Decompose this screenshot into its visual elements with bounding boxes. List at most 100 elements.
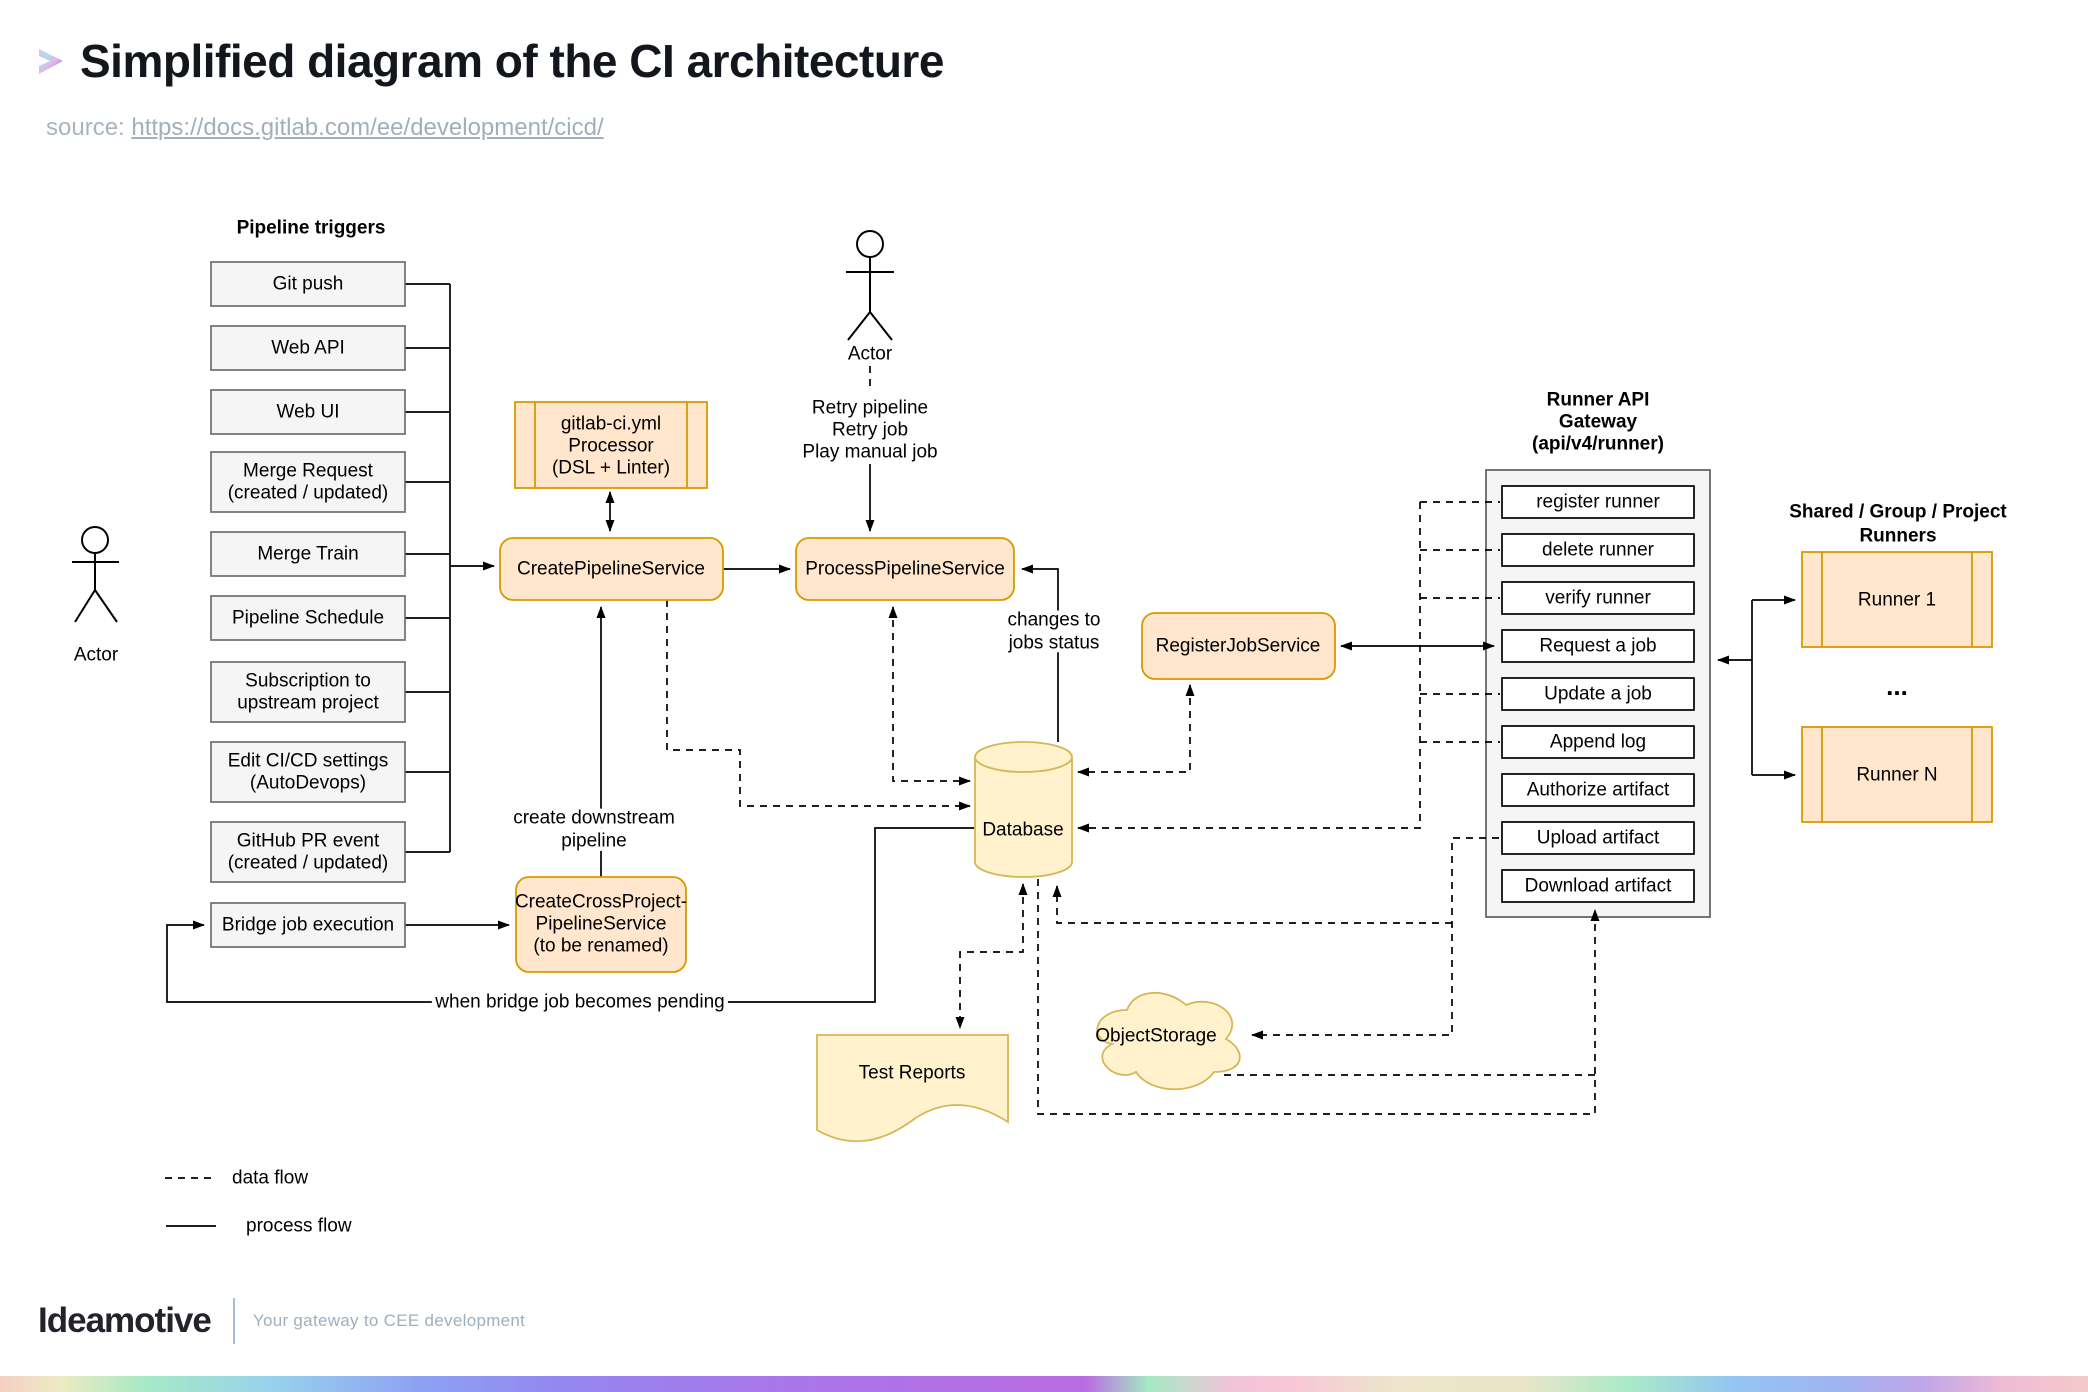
trigger-bridge-job-label: Bridge job execution bbox=[222, 915, 394, 936]
footer-tagline: Your gateway to CEE development bbox=[252, 1311, 526, 1330]
edge-bridge-pending-loop bbox=[166, 827, 975, 1003]
label-pipeline: pipeline bbox=[561, 831, 627, 852]
gateway-item-delete-runner bbox=[1501, 533, 1695, 567]
gateway-item-append-log-label: Append log bbox=[1550, 732, 1646, 753]
node-process-pipeline-service: ProcessPipelineService bbox=[795, 537, 1015, 601]
edge-gateway-bus-database bbox=[1077, 502, 1421, 833]
trigger-github-pr-label2: (created / updated) bbox=[228, 853, 389, 874]
source-link[interactable]: https://docs.gitlab.com/ee/development/c… bbox=[131, 114, 604, 141]
source-line: source: https://docs.gitlab.com/ee/devel… bbox=[46, 114, 604, 142]
actor-top: Actor Retry pipeline Retry job Play manu… bbox=[802, 230, 938, 463]
page-footer: Ideamotive Your gateway to CEE developme… bbox=[38, 1298, 525, 1344]
label-bridge-pending: when bridge job becomes pending bbox=[434, 992, 724, 1013]
node-object-storage: ObjectStorage bbox=[1095, 991, 1241, 1091]
legend-data-flow-label: data flow bbox=[232, 1168, 308, 1189]
gateway-item-authorize-artifact-label: Authorize artifact bbox=[1527, 780, 1670, 801]
gateway-item-delete-runner-label: delete runner bbox=[1542, 540, 1655, 561]
pipeline-triggers-title: Pipeline triggers bbox=[237, 218, 386, 239]
gateway-item-download-artifact bbox=[1501, 869, 1695, 903]
edge-database-test-reports bbox=[955, 883, 1028, 1029]
page-title: Simplified diagram of the CI architectur… bbox=[80, 35, 944, 87]
database-label: Database bbox=[982, 820, 1063, 841]
gateway-item-update-job bbox=[1501, 677, 1695, 711]
trigger-merge-request-label1: Merge Request bbox=[243, 461, 374, 482]
trigger-boxes: Git push Web API Web UI Merge Request (c… bbox=[210, 261, 406, 948]
footer-gradient-bar bbox=[0, 1376, 2088, 1392]
trigger-cicd-settings bbox=[210, 741, 406, 803]
runner-api-gateway: Runner API Gateway (api/v4/runner) regis… bbox=[1501, 390, 1695, 903]
document-icon bbox=[816, 1034, 1009, 1143]
runners-title1: Shared / Group / Project bbox=[1789, 502, 2007, 523]
node-runner-1 bbox=[1801, 551, 1993, 648]
processor-label2: Processor bbox=[568, 436, 654, 457]
gateway-item-download-artifact-label: Download artifact bbox=[1525, 876, 1673, 897]
node-create-cross-project: CreateCrossProject- PipelineService (to … bbox=[515, 876, 687, 973]
node-database: Database bbox=[974, 741, 1073, 878]
edge-upload-database bbox=[1052, 885, 1452, 924]
trigger-web-ui-label: Web UI bbox=[276, 402, 339, 423]
trigger-merge-request-label2: (created / updated) bbox=[228, 483, 389, 504]
label-jobs-status: jobs status bbox=[1008, 633, 1100, 654]
trigger-cicd-settings-label1: Edit CI/CD settings bbox=[228, 751, 389, 772]
trigger-cicd-settings-label2: (AutoDevops) bbox=[250, 773, 366, 794]
runners-ellipsis: ... bbox=[1886, 671, 1908, 701]
runner-n-label: Runner N bbox=[1856, 765, 1937, 786]
actor-left: Actor bbox=[72, 526, 119, 666]
brand-chevron-icon bbox=[39, 49, 63, 74]
actor-top-label: Actor bbox=[848, 344, 893, 365]
cloud-icon bbox=[1096, 991, 1241, 1091]
legend-process-flow-label: process flow bbox=[246, 1216, 352, 1237]
gateway-item-verify-runner bbox=[1501, 581, 1695, 615]
trigger-github-pr bbox=[210, 821, 406, 883]
test-reports-label: Test Reports bbox=[859, 1063, 966, 1084]
edge-database-download-artifact bbox=[1037, 879, 1600, 1115]
edge-database-processpipeline-status bbox=[1021, 564, 1059, 742]
object-storage-label: ObjectStorage bbox=[1095, 1026, 1216, 1047]
actor-left-body-icon bbox=[72, 553, 119, 623]
trigger-web-ui bbox=[210, 389, 406, 435]
database-cylinder-icon bbox=[974, 741, 1073, 878]
trigger-subscription-label1: Subscription to bbox=[245, 671, 371, 692]
trigger-merge-request bbox=[210, 451, 406, 513]
shared-runners: Shared / Group / Project Runners Runner … bbox=[1789, 502, 2007, 823]
trigger-web-api bbox=[210, 325, 406, 371]
processor-label1: gitlab-ci.yml bbox=[561, 414, 661, 435]
trigger-merge-train-label: Merge Train bbox=[257, 544, 358, 565]
gateway-title3: (api/v4/runner) bbox=[1532, 434, 1664, 455]
cross-project-label1: CreateCrossProject- bbox=[515, 892, 687, 913]
trigger-git-push bbox=[210, 261, 406, 307]
process-pipeline-label: ProcessPipelineService bbox=[805, 559, 1005, 580]
cross-project-label3: (to be renamed) bbox=[533, 936, 668, 957]
actor-action-retry-pipeline: Retry pipeline bbox=[812, 398, 928, 419]
register-job-label: RegisterJobService bbox=[1156, 636, 1321, 657]
runner-1-label: Runner 1 bbox=[1858, 590, 1936, 611]
node-register-job-service: RegisterJobService bbox=[1141, 612, 1336, 680]
trigger-web-api-label: Web API bbox=[271, 338, 345, 359]
gateway-item-verify-runner-label: verify runner bbox=[1545, 588, 1651, 609]
trigger-merge-train bbox=[210, 531, 406, 577]
edge-upload-objectstorage bbox=[1251, 837, 1499, 1040]
trigger-subscription-label2: upstream project bbox=[237, 693, 379, 714]
gateway-item-register-runner-label: register runner bbox=[1536, 492, 1660, 513]
footer-divider bbox=[232, 1298, 235, 1344]
trigger-git-push-label: Git push bbox=[273, 274, 344, 295]
label-changes-to: changes to bbox=[1008, 610, 1101, 631]
process-flow-edges bbox=[166, 283, 1796, 1003]
trigger-github-pr-label1: GitHub PR event bbox=[237, 831, 380, 852]
gateway-item-append-log bbox=[1501, 725, 1695, 759]
trigger-bridge-job bbox=[210, 902, 406, 948]
footer-brand: Ideamotive bbox=[38, 1301, 212, 1340]
runners-title2: Runners bbox=[1859, 526, 1936, 547]
gateway-item-upload-artifact-label: Upload artifact bbox=[1537, 828, 1660, 849]
node-test-reports: Test Reports bbox=[816, 1034, 1009, 1143]
edge-processpipeline-database bbox=[888, 606, 971, 786]
gateway-item-request-job bbox=[1501, 629, 1695, 663]
legend: data flow process flow bbox=[165, 1168, 352, 1237]
source-prefix: source: bbox=[46, 114, 125, 141]
node-runner-n bbox=[1801, 726, 1993, 823]
trigger-subscription bbox=[210, 661, 406, 723]
gateway-item-request-job-label: Request a job bbox=[1539, 636, 1656, 657]
data-flow-edges bbox=[666, 366, 1600, 1115]
node-create-pipeline-service: CreatePipelineService bbox=[499, 537, 724, 601]
